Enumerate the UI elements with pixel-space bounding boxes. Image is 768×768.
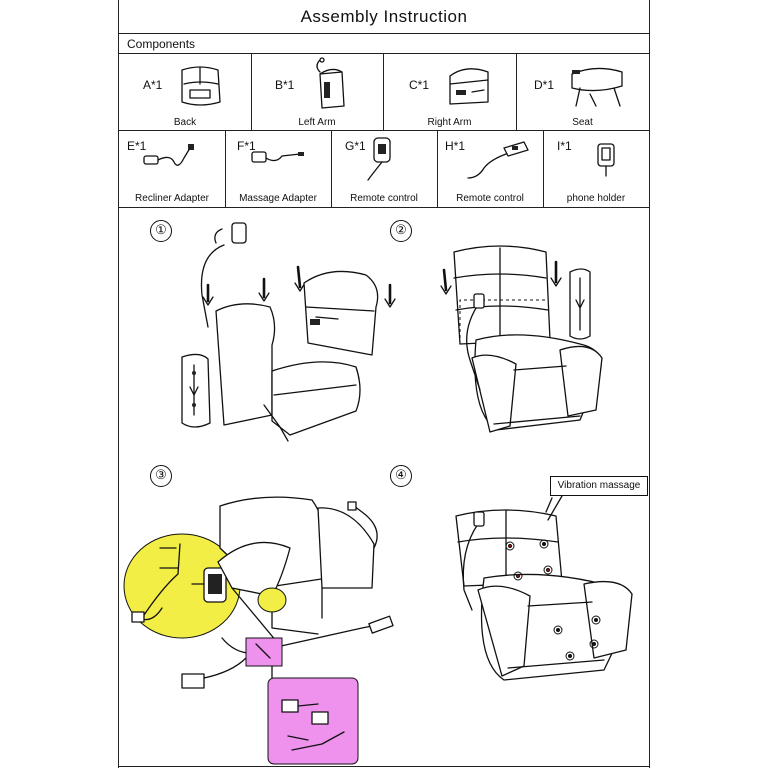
component-caption: Remote control bbox=[350, 193, 418, 204]
page-title: Assembly Instruction bbox=[119, 0, 649, 34]
component-id: A*1 bbox=[143, 78, 163, 92]
component-caption: phone holder bbox=[566, 193, 626, 204]
remote-control-icon bbox=[467, 141, 529, 179]
component-caption: Right Arm bbox=[427, 117, 472, 128]
step-number: ② bbox=[390, 220, 412, 242]
divider bbox=[119, 33, 649, 34]
step-4-illustration bbox=[455, 495, 633, 681]
step-number: ③ bbox=[150, 465, 172, 487]
component-id: G*1 bbox=[345, 139, 366, 153]
component-caption: Seat bbox=[572, 117, 593, 128]
step-number: ① bbox=[150, 220, 172, 242]
seat-icon bbox=[571, 67, 623, 107]
back-cushion-icon bbox=[181, 66, 221, 106]
component-caption: Recliner Adapter bbox=[135, 193, 209, 204]
vibration-point-icons bbox=[505, 539, 601, 661]
divider bbox=[119, 53, 649, 54]
component-id: E*1 bbox=[127, 139, 147, 153]
divider bbox=[119, 130, 649, 131]
divider bbox=[119, 766, 649, 767]
component-id: I*1 bbox=[557, 139, 572, 153]
step-number: ④ bbox=[390, 465, 412, 487]
component-id: C*1 bbox=[409, 78, 430, 92]
component-caption: Remote control bbox=[456, 193, 524, 204]
recliner-adapter-icon bbox=[143, 144, 194, 166]
component-caption: Left Arm bbox=[298, 117, 336, 128]
components-heading: Components bbox=[127, 37, 196, 51]
phone-holder-icon bbox=[597, 143, 615, 177]
component-id: B*1 bbox=[275, 78, 295, 92]
massage-adapter-icon bbox=[251, 151, 304, 163]
step-2-illustration bbox=[440, 245, 603, 433]
component-id: H*1 bbox=[445, 139, 466, 153]
step-3-illustration bbox=[123, 496, 394, 765]
vibration-massage-callout: Vibration massage bbox=[550, 476, 648, 496]
divider bbox=[119, 207, 649, 208]
step-1-illustration bbox=[181, 222, 396, 442]
component-id: D*1 bbox=[534, 78, 555, 92]
component-id: F*1 bbox=[237, 139, 256, 153]
component-caption: Massage Adapter bbox=[239, 193, 317, 204]
right-arm-icon bbox=[449, 68, 489, 105]
left-arm-icon bbox=[316, 57, 345, 109]
remote-control-icon bbox=[367, 137, 391, 181]
component-caption: Back bbox=[173, 117, 197, 128]
instruction-sheet: Assembly Instruction Components A*1 B*1 … bbox=[118, 0, 650, 768]
